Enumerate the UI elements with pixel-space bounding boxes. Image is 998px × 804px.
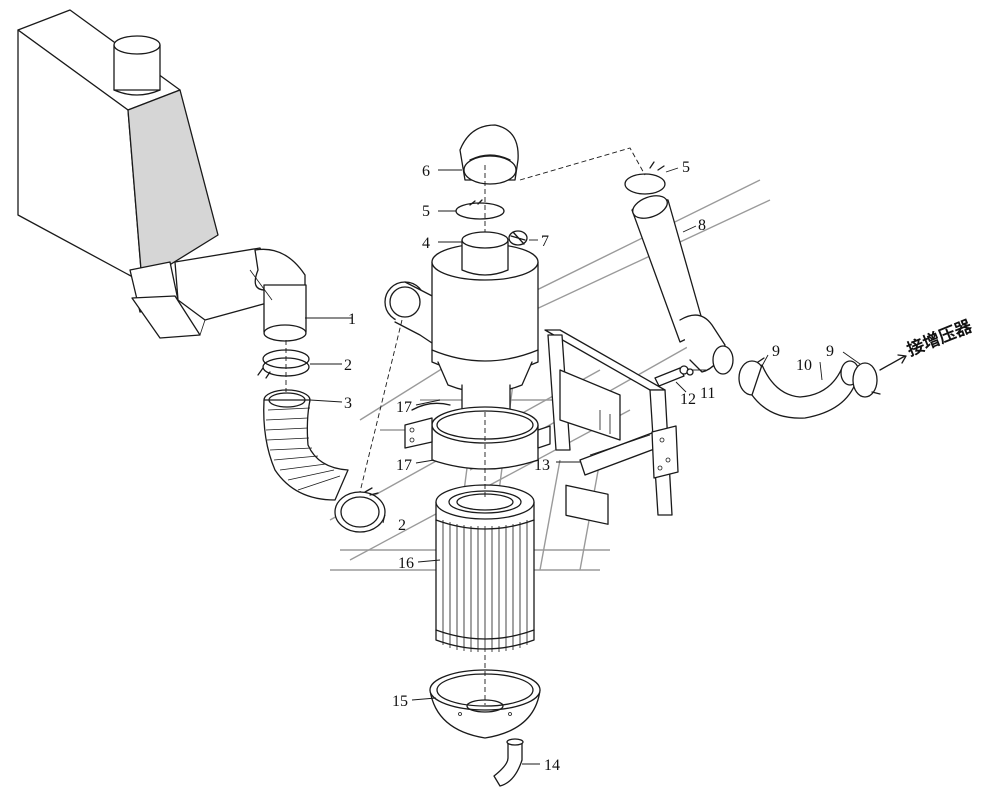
label-part-6: 6 [422, 163, 430, 180]
watermark-logo [329, 179, 771, 571]
label-part-7: 7 [541, 233, 549, 250]
leader-lines [305, 167, 861, 765]
label-part-4: 4 [422, 235, 430, 252]
engine-housing [17, 9, 219, 283]
label-part-5-upper: 5 [422, 203, 430, 220]
bracket-bolts [654, 365, 694, 387]
label-part-12: 12 [680, 391, 696, 408]
label-part-14: 14 [544, 757, 560, 774]
label-part-17-upper: 17 [396, 399, 412, 416]
label-part-10: 10 [796, 357, 812, 374]
label-part-11: 11 [700, 385, 715, 402]
dust-valve [493, 738, 524, 787]
air-cleaner-housing [431, 231, 539, 413]
clamp-ring-upper [257, 349, 310, 379]
intake-duct [129, 247, 307, 342]
mounting-bracket [544, 329, 679, 525]
label-part-17-lower: 17 [396, 457, 412, 474]
label-part-2-lower: 2 [398, 517, 406, 534]
flexible-hose [263, 389, 349, 501]
label-part-15: 15 [392, 693, 408, 710]
arrow-to-turbocharger [879, 354, 907, 371]
clamp-ring-9b [852, 362, 881, 398]
label-part-2-upper: 2 [344, 357, 352, 374]
assembly-lines [285, 147, 646, 705]
label-part-5-right: 5 [682, 159, 690, 176]
clamp-ring-right [624, 161, 666, 195]
turbocharger-note: 接增压器 [904, 315, 976, 360]
label-part-3: 3 [344, 395, 352, 412]
label-part-1: 1 [348, 311, 356, 328]
label-part-13: 13 [534, 457, 550, 474]
outlet-elbow [459, 124, 519, 185]
clamp-bands [404, 402, 551, 470]
outlet-pipe [631, 195, 734, 375]
clamp-ring-lower [334, 487, 386, 533]
label-part-16: 16 [398, 555, 414, 572]
label-part-8: 8 [698, 217, 706, 234]
filter-element [435, 484, 535, 652]
label-part-9-right: 9 [826, 343, 834, 360]
clamp-ring-top [455, 199, 505, 220]
label-part-9-left: 9 [772, 343, 780, 360]
restriction-indicator [508, 230, 528, 246]
